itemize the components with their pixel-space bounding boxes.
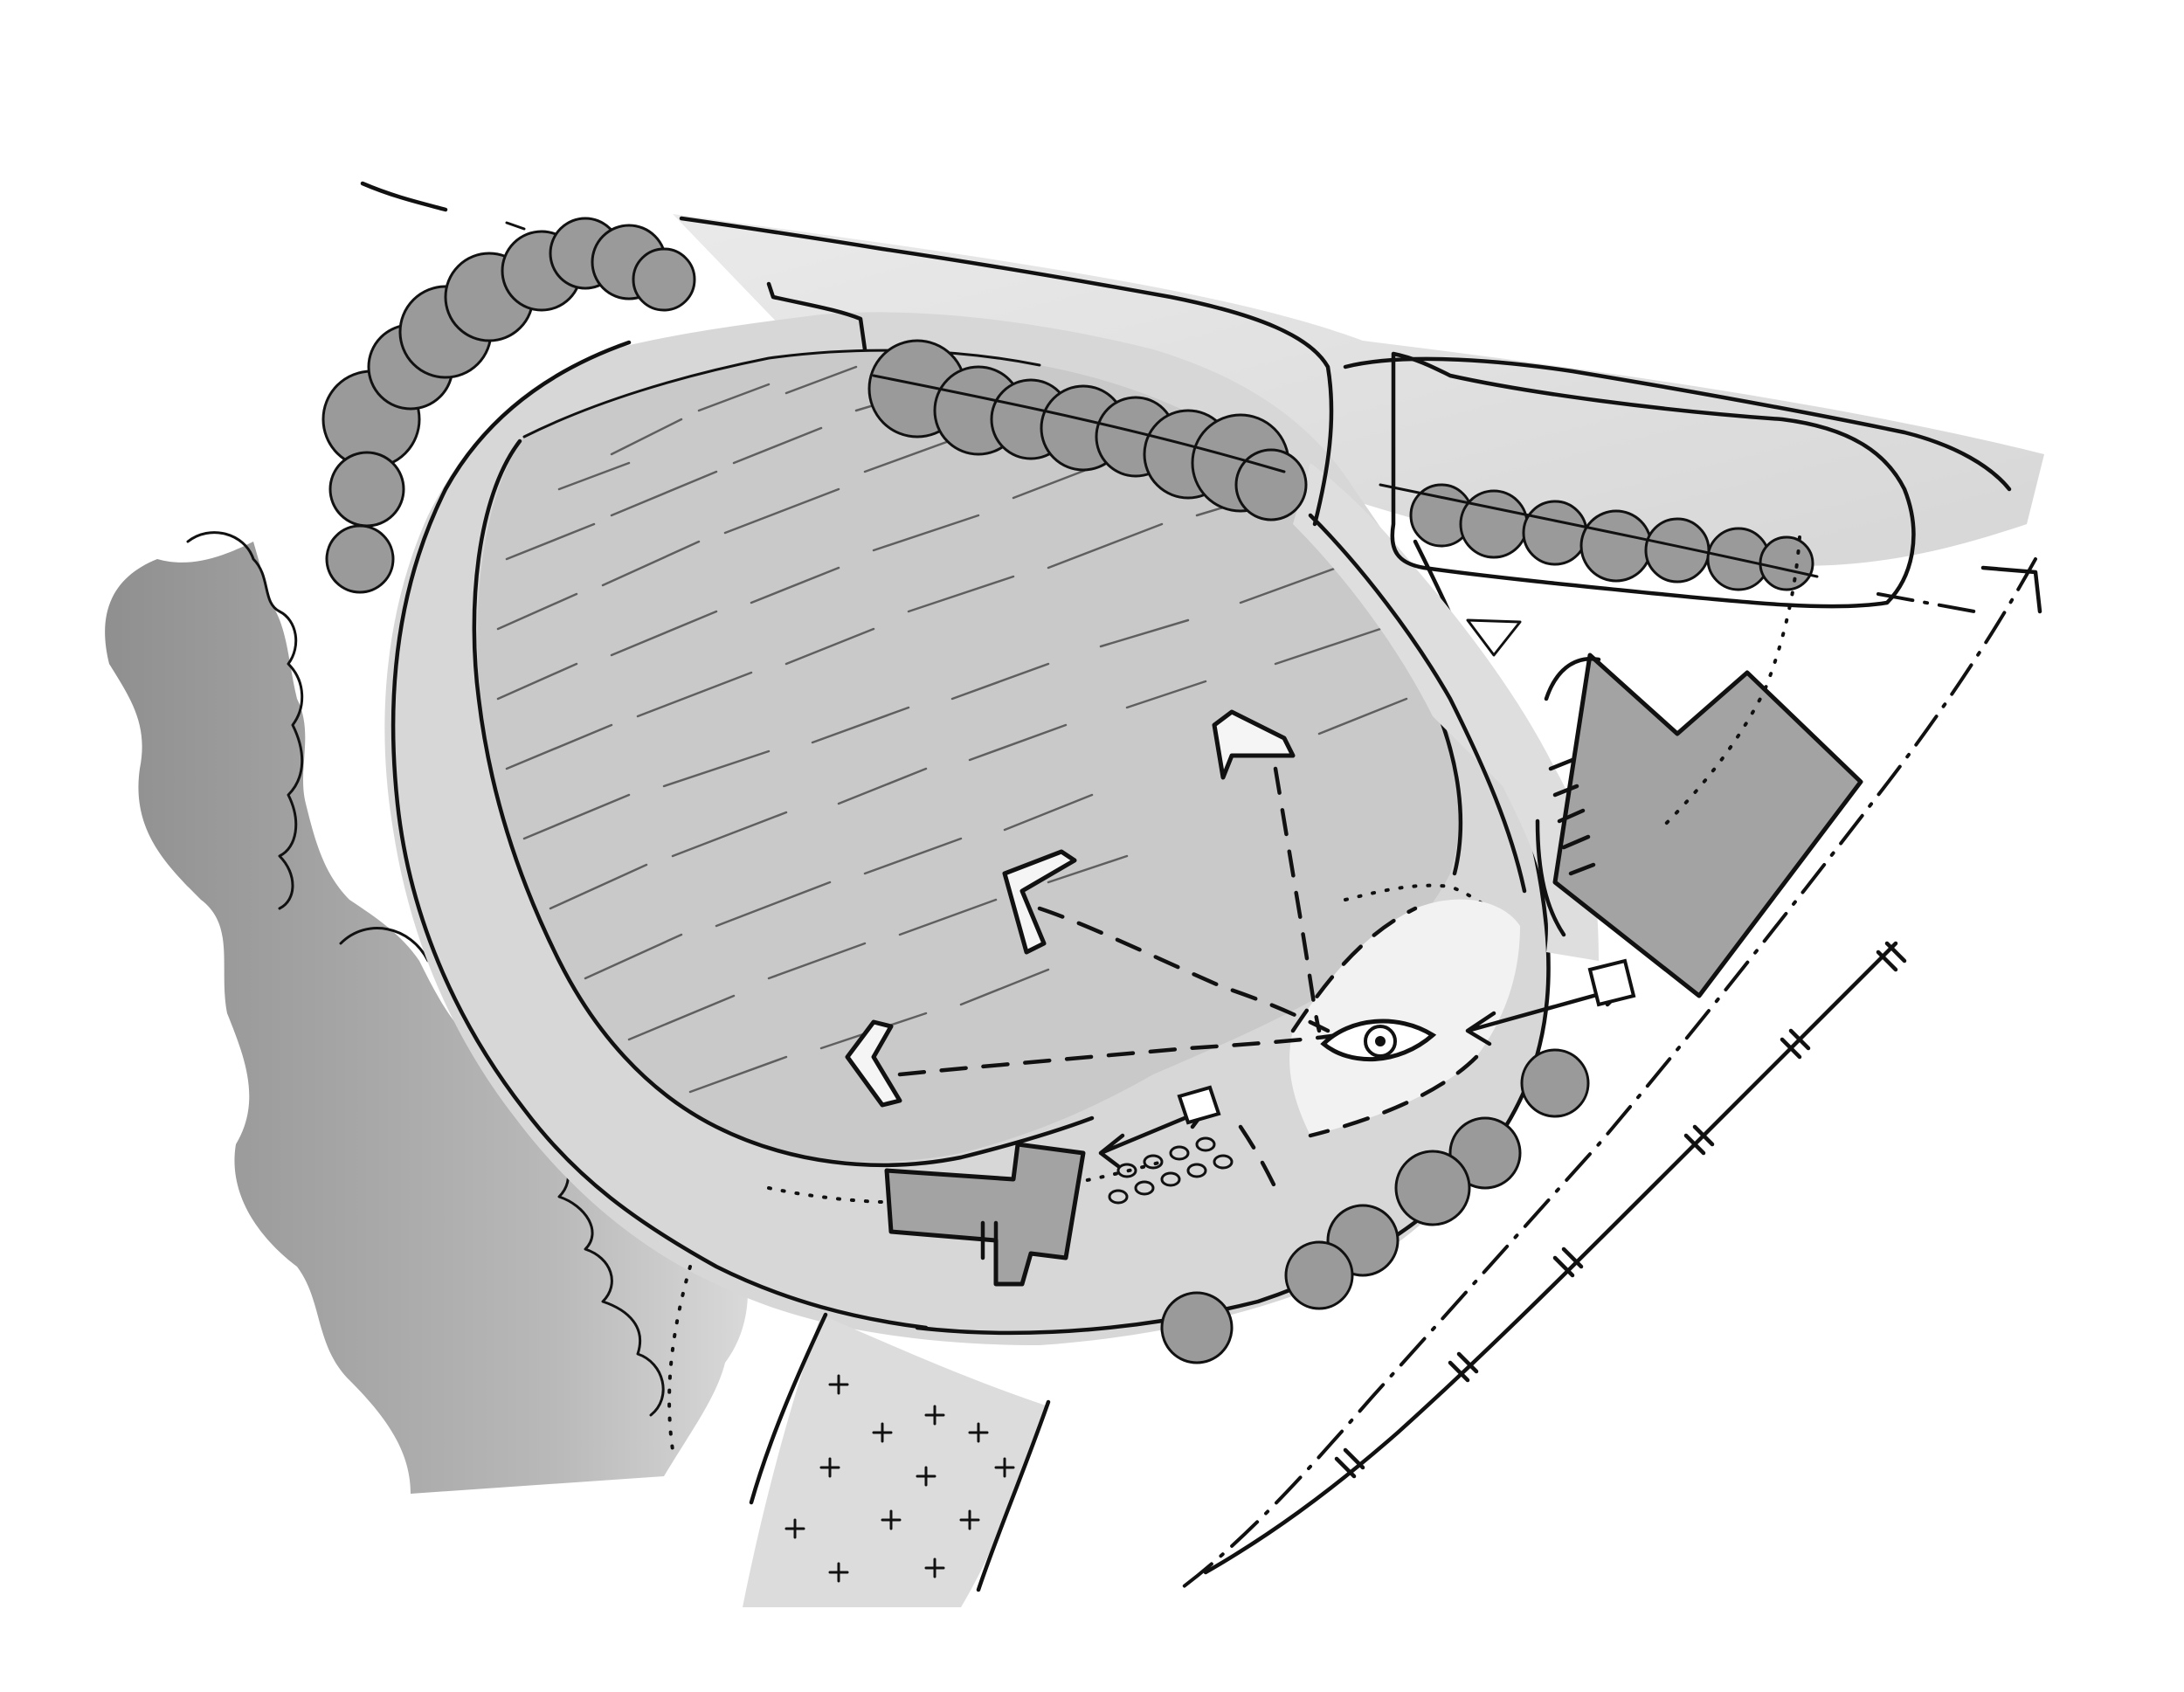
tree-group-top-left [321, 217, 696, 594]
eye-icon [1320, 1019, 1437, 1062]
grass-field-edge-top [522, 349, 1041, 439]
tree-canopy [1160, 1291, 1234, 1364]
tree-row-top-right-spine [1379, 483, 1819, 578]
allotment-edge [749, 1312, 828, 1505]
building-south-entrance [980, 1220, 999, 1260]
tree-canopy [1284, 1240, 1354, 1310]
allotment-crosses [784, 1374, 1015, 1583]
view-cone-south-west [845, 1019, 902, 1108]
access-road-right [1293, 463, 1599, 961]
road-shading-upper [673, 214, 2044, 566]
short-tick-top [505, 221, 526, 231]
tree-canopy [1579, 509, 1653, 583]
building-right [1552, 653, 1863, 998]
stepping-stones [1108, 1136, 1234, 1205]
tree-canopy [328, 451, 405, 528]
access-arrow-east [1465, 976, 1628, 1046]
tree-canopy [1394, 1150, 1471, 1226]
verge-outline-right [1390, 351, 1916, 609]
boundary-dotted-south [767, 1160, 1164, 1205]
sightline-west-lower [897, 1032, 1339, 1077]
eye-pupil-outer [1364, 1025, 1397, 1058]
building-south [884, 1142, 1086, 1287]
grass-field-outline [472, 439, 1095, 1168]
grass-field [477, 350, 1460, 1162]
view-cone-icon [845, 709, 1296, 1108]
tree-canopy [1759, 535, 1814, 591]
access-arrow-east-box [1587, 958, 1636, 1007]
tree-canopy [1520, 1048, 1590, 1118]
park-outer-edge [390, 340, 929, 1330]
eye-pupil-inner [1375, 1036, 1386, 1046]
access-arrow-south [1098, 1100, 1208, 1169]
tree-canopy [1459, 489, 1529, 559]
plot-boundary-right [1535, 656, 1601, 937]
view-cone-north [1212, 709, 1296, 780]
tree-row-spine [872, 374, 1286, 473]
boundary-dotted-right [1658, 535, 1801, 832]
road-edge-top [679, 216, 1334, 527]
fence-tick-upper-right [1980, 565, 2042, 614]
access-arrow-south-box [1177, 1085, 1221, 1125]
tree-canopy [632, 247, 696, 312]
tree-canopy [1234, 448, 1308, 521]
boundary-dotted-inner [1344, 883, 1522, 954]
tree-group-south-east [1160, 1048, 1590, 1364]
woodland-mass [105, 542, 748, 1494]
tree-canopy [1448, 1116, 1522, 1190]
tree-row-top-centre [867, 339, 1308, 521]
building-right-steps [1548, 757, 1596, 876]
survey-triangle [1466, 618, 1522, 657]
boundary-dashdot-east [1178, 557, 2037, 1592]
fence-top-left [766, 281, 867, 352]
tree-canopy [1522, 500, 1588, 566]
railway-line [1203, 941, 1898, 1575]
sightline-north [1273, 766, 1322, 1033]
boundary-dashdot-upper [1876, 592, 1976, 613]
access-road-edge [1308, 513, 1527, 894]
allotment-field [743, 1315, 1048, 1607]
sightline-west-upper [1037, 906, 1330, 1033]
double-arrow-icon [1098, 958, 1636, 1169]
plaza-dashed-edge [1238, 906, 1479, 1191]
view-cone-west [1002, 849, 1077, 955]
hedge-line-top-left [360, 181, 448, 212]
tree-canopy [325, 524, 395, 594]
plaza-area [1289, 899, 1520, 1136]
road-edge-top-right [1343, 356, 2012, 492]
allotment-edge-right [976, 1399, 1051, 1592]
tree-row-top-right [1409, 483, 1814, 591]
railway-ticks [1334, 941, 1907, 1479]
